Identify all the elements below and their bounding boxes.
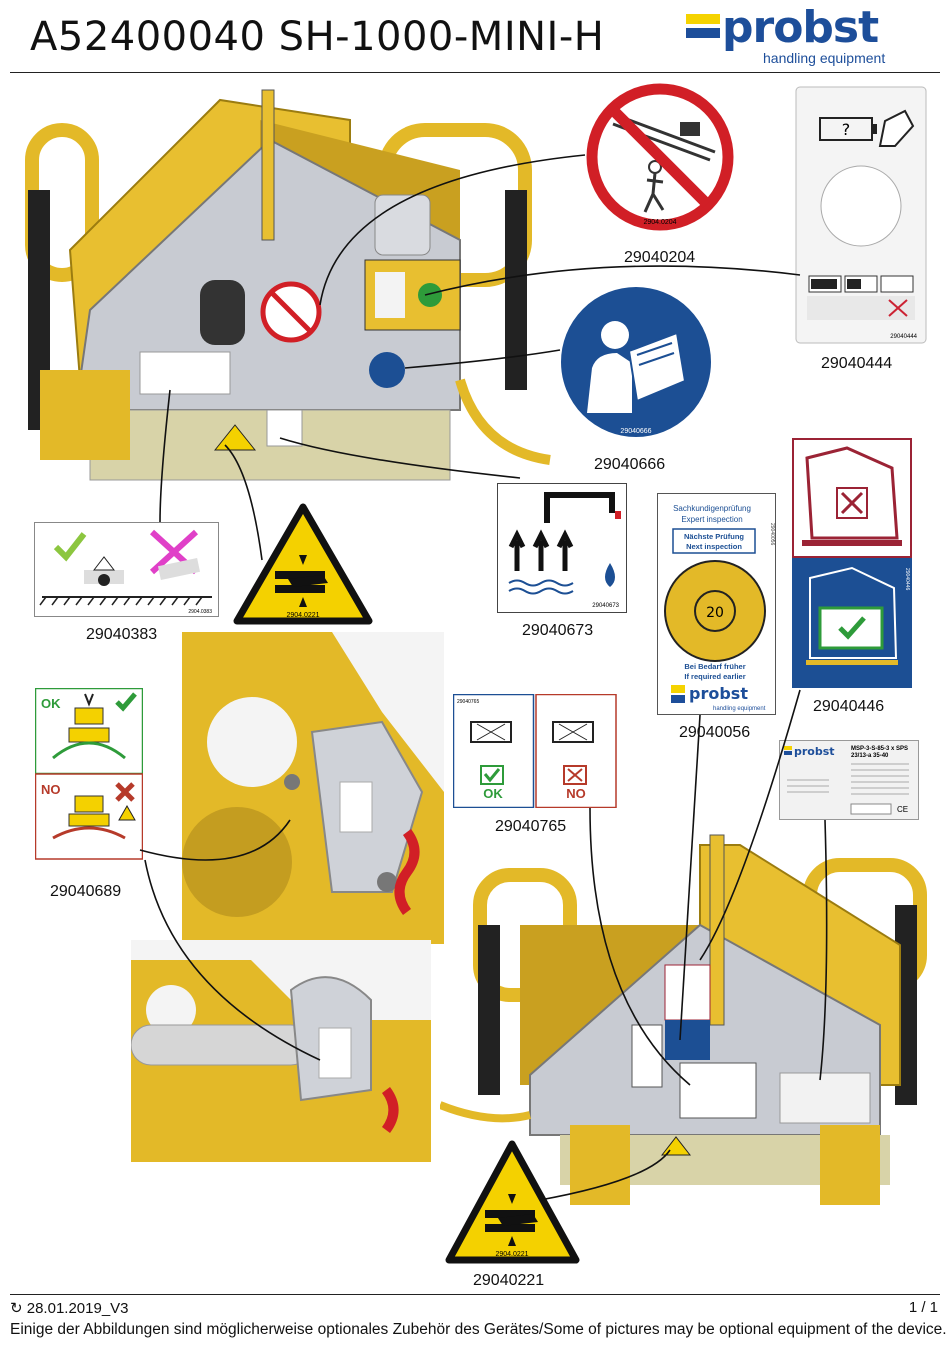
page-number: 1 / 1 (908, 1299, 938, 1316)
part-number-label: 29040383 (86, 626, 158, 643)
svg-text:29040673: 29040673 (592, 603, 619, 609)
svg-text:probst: probst (794, 745, 835, 758)
svg-text:Expert inspection: Expert inspection (681, 515, 742, 524)
svg-text:20: 20 (706, 605, 724, 621)
footer-note: Einige der Abbildungen sind möglicherwei… (10, 1321, 947, 1338)
svg-text:OK: OK (483, 786, 503, 801)
sticker-transport-ok-no: 29040765 OK NO (453, 694, 617, 808)
svg-text:Sachkundigenprüfung: Sachkundigenprüfung (673, 504, 751, 513)
sticker-read-manual: 29040666 (557, 283, 715, 441)
svg-text:NO: NO (566, 786, 586, 801)
device-nameplate: probst MSP-3-S-85-3 x SPS 23/13-a 35-40 … (779, 740, 919, 820)
svg-text:NO: NO (41, 782, 61, 797)
svg-text:MSP-3-S-85-3 x SPS: MSP-3-S-85-3 x SPS (851, 746, 908, 752)
revision-date: ↻ 28.01.2019_V3 (10, 1299, 129, 1317)
part-number-label: 29040221 (473, 1272, 545, 1289)
part-number-label: 29040666 (594, 456, 666, 473)
sticker-drain-water: 29040673 (497, 483, 627, 613)
footer-date: 28.01.2019_V3 (26, 1300, 129, 1317)
part-number-label: 29040056 (679, 724, 751, 741)
part-number-label: 29040446 (813, 698, 885, 715)
sticker-code: 2904.0204 (643, 219, 676, 226)
logo-text: probst (722, 2, 879, 53)
sticker-suction-surface: 2904.0383 (34, 522, 219, 617)
sticker-no-standing-under-load: 2904.0204 (585, 82, 735, 232)
sticker-expert-inspection: Sachkundigenprüfung Expert inspection Nä… (657, 493, 776, 715)
svg-text:2904.0383: 2904.0383 (188, 609, 212, 615)
probst-logo-mark-icon (686, 12, 720, 40)
svg-text:29040056: 29040056 (769, 523, 775, 545)
detail-photo-lifting-eye-2 (131, 940, 431, 1162)
part-number-label: 29040765 (495, 818, 567, 835)
svg-text:23/13-a 35-40: 23/13-a 35-40 (851, 753, 889, 759)
header-divider (10, 72, 940, 73)
footer-divider (10, 1294, 940, 1295)
svg-text:If required earlier: If required earlier (684, 672, 745, 681)
sticker-storage-position: 29040446 (792, 438, 912, 688)
svg-text:?: ? (842, 120, 851, 139)
svg-text:2904.0221: 2904.0221 (495, 1251, 528, 1258)
svg-text:2904.0221: 2904.0221 (286, 612, 319, 619)
part-number-label: 29040204 (624, 249, 696, 266)
svg-text:29040765: 29040765 (457, 699, 479, 705)
refresh-icon: ↻ (10, 1300, 23, 1317)
svg-text:Bei Bedarf früher: Bei Bedarf früher (684, 662, 745, 671)
svg-text:handling equipment: handling equipment (713, 706, 766, 712)
svg-text:29040666: 29040666 (620, 428, 651, 435)
part-number-label: 29040673 (522, 622, 594, 639)
svg-text:29040446: 29040446 (904, 568, 910, 590)
svg-text:29040444: 29040444 (890, 334, 917, 340)
device-illustration-top (20, 80, 580, 500)
svg-text:OK: OK (41, 696, 61, 711)
svg-text:Nächste Prüfung: Nächste Prüfung (684, 532, 744, 541)
svg-text:CE: CE (897, 805, 908, 814)
sticker-battery-indicator: ? 29040444 (795, 86, 927, 344)
detail-photo-lifting-eye-1 (182, 632, 444, 944)
sticker-crush-hazard-warning: 2904.0221 (233, 503, 373, 625)
svg-text:probst: probst (689, 684, 748, 703)
logo-subtitle: handling equipment (763, 50, 886, 66)
part-number-label: 29040689 (50, 883, 122, 900)
sticker-lifting-ok-no: OK NO (35, 688, 143, 860)
page-title: A52400040 SH-1000-MINI-H (30, 14, 605, 60)
part-number-label: 29040444 (821, 355, 893, 372)
svg-text:Next inspection: Next inspection (686, 542, 742, 551)
sticker-crush-hazard-warning: 2904.0221 (445, 1140, 580, 1265)
